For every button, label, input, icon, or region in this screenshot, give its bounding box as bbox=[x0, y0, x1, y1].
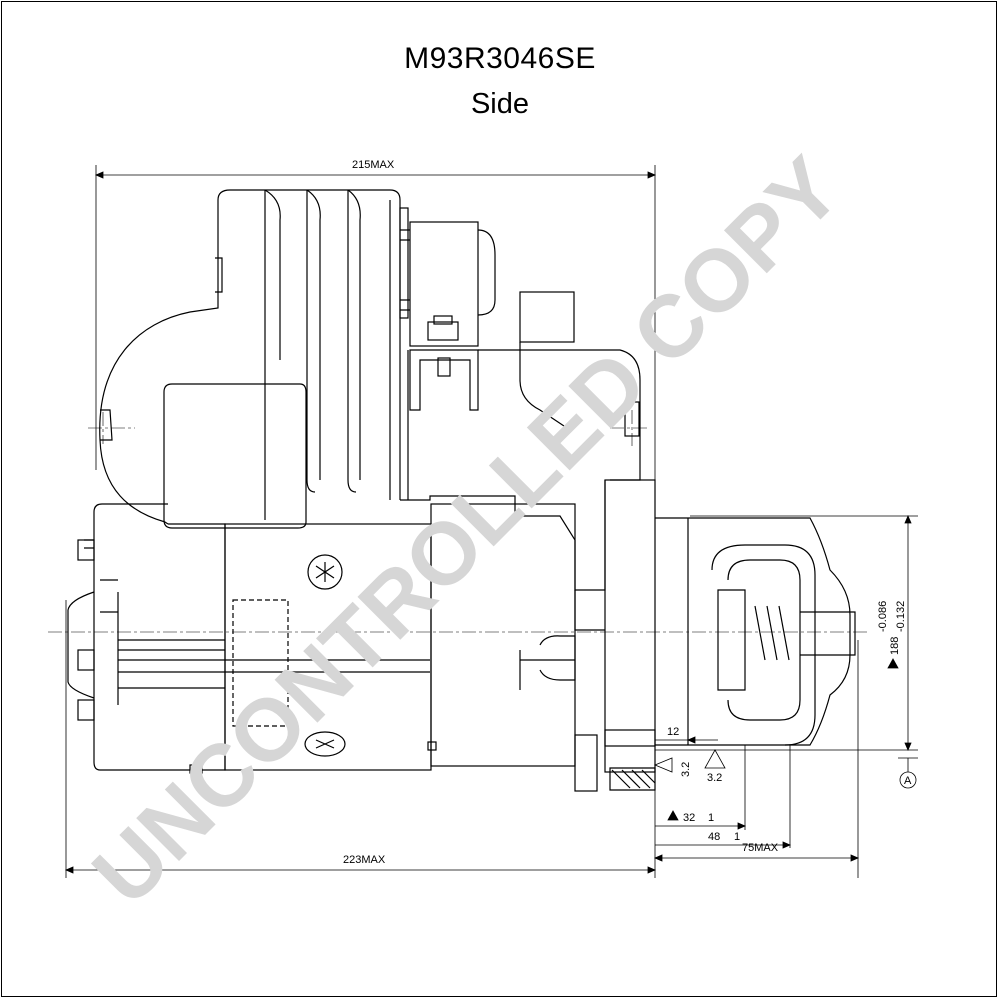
solenoid-cover bbox=[163, 383, 307, 529]
dim-nose-length: 75MAX bbox=[742, 842, 779, 854]
dim-overall-top: 215MAX bbox=[352, 159, 395, 171]
roughness-label-1: 3.2 bbox=[680, 762, 692, 777]
part-number-title: M93R3046SE bbox=[404, 42, 596, 75]
dim-pinion-1-tol: 1 bbox=[708, 812, 714, 824]
terminal-block bbox=[400, 221, 496, 500]
dim-pinion-1: 32 bbox=[683, 812, 695, 824]
dim-overall-bottom: 223MAX bbox=[343, 854, 386, 866]
dim-pinion-2-tol: 1 bbox=[734, 831, 740, 843]
watermark: UNCONTROLLED COPY bbox=[73, 138, 859, 924]
screw-lower bbox=[304, 731, 346, 757]
dim-pinion-2: 48 bbox=[708, 831, 720, 843]
left-mount-ear bbox=[100, 409, 113, 441]
dim-pilot-tol-lower: -0.132 bbox=[895, 601, 907, 632]
solenoid-housing bbox=[99, 189, 409, 525]
drive-flange bbox=[519, 479, 656, 792]
screw-upper bbox=[307, 554, 343, 590]
view-subtitle: Side bbox=[470, 88, 530, 120]
pinion-nose bbox=[655, 517, 856, 746]
motor-body bbox=[67, 503, 576, 774]
roughness-label-2: 3.2 bbox=[707, 772, 722, 784]
datum-label: A bbox=[904, 775, 912, 787]
dim-pilot-tol-upper: -0.086 bbox=[877, 601, 889, 632]
dim-pilot-diameter: 188 bbox=[889, 637, 901, 655]
center-lines bbox=[48, 410, 870, 633]
dimension-lines bbox=[64, 165, 918, 878]
dim-flange-offset: 12 bbox=[667, 726, 679, 738]
